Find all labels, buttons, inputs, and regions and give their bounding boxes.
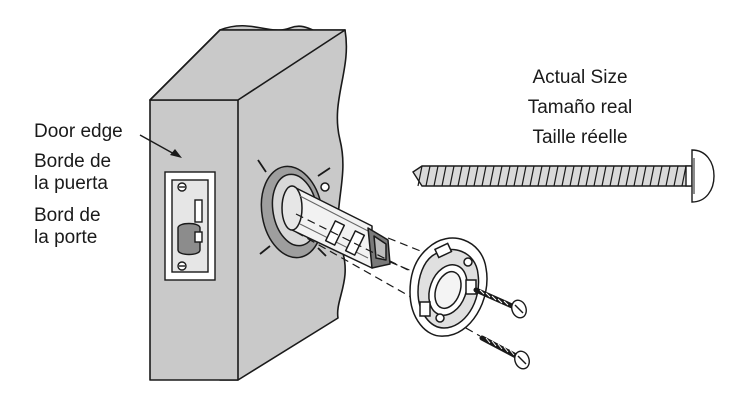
door-edge-pointer bbox=[139, 134, 182, 158]
actual-size-label-es: Tamaño real bbox=[527, 97, 633, 118]
door-edge-label-fr-line1: Bord de bbox=[34, 205, 101, 226]
actual-size-label-fr: Taille réelle bbox=[532, 127, 628, 148]
short-screw-icon bbox=[473, 287, 527, 319]
rose-plate-icon bbox=[409, 237, 488, 337]
short-screw-icon bbox=[479, 335, 530, 370]
actual-size-label-en: Actual Size bbox=[532, 67, 628, 88]
door-edge-label-en: Door edge bbox=[34, 121, 123, 142]
latch-bolt-icon bbox=[257, 159, 391, 269]
door-edge-label-es-line2: la puerta bbox=[34, 173, 108, 194]
door-edge-top bbox=[149, 29, 346, 101]
screw-head bbox=[691, 149, 715, 203]
actual-size-screw-icon bbox=[412, 149, 715, 203]
latch-faceplate-icon bbox=[164, 171, 216, 281]
door-edge-label-fr-line2: la porte bbox=[34, 227, 98, 248]
door-edge-label-es-line1: Borde de bbox=[34, 151, 112, 172]
